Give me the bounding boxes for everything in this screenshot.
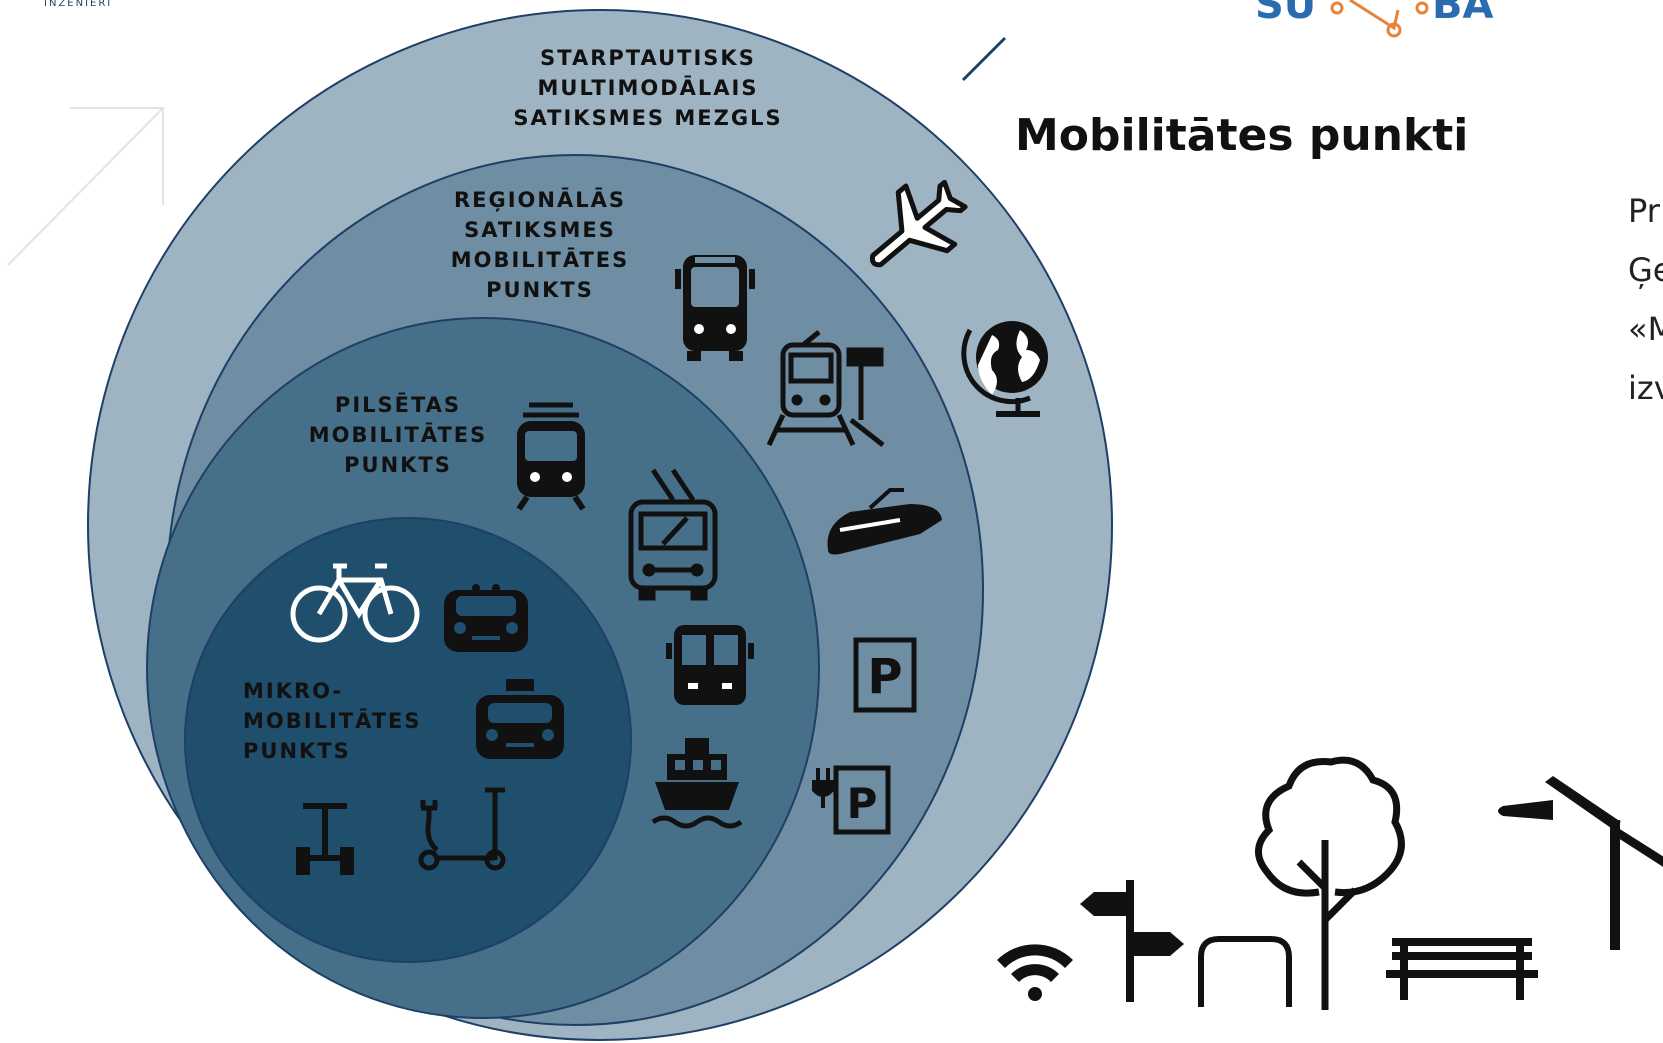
ev-parking-icon: P (812, 765, 891, 835)
level-regional-label-line: REĢIONĀLĀS (454, 187, 626, 212)
side-text-line: Pr (1628, 192, 1661, 230)
side-text: Pr Ģe «M izv (1628, 192, 1663, 407)
svg-text:P: P (847, 779, 878, 828)
decorative-arrow-icon (7, 107, 164, 266)
wifi-icon (997, 944, 1073, 1001)
street-lamp-icon (1498, 776, 1663, 950)
train-station-icon (766, 330, 885, 447)
level-regional-label-line: PUNKTS (486, 278, 594, 302)
level-city-label-line: MOBILITĀTES (309, 422, 488, 447)
page-title: Mobilitātes punkti (1015, 110, 1468, 161)
bicycle-icon (290, 563, 420, 643)
bus-front-icon (675, 255, 755, 361)
tram-icon (516, 402, 586, 511)
side-text-line: izv (1628, 369, 1663, 407)
logo: SU BA (1255, 0, 1493, 38)
trolleybus-icon (628, 468, 718, 601)
high-speed-train-icon (827, 488, 942, 555)
ferry-icon (651, 738, 743, 829)
logo-text-right: BA (1432, 0, 1493, 28)
bench-icon (1386, 938, 1538, 1000)
globe-icon (961, 321, 1048, 417)
level-regional-label-line: MOBILITĀTES (451, 247, 630, 272)
side-text-line: Ģe (1628, 251, 1663, 289)
level-city-label-line: PILSĒTAS (335, 392, 461, 417)
tree-icon (1255, 756, 1405, 1010)
taxi-icon (476, 679, 564, 759)
e-scooter-icon (418, 787, 506, 871)
level-micro-label-line: PUNKTS (243, 739, 351, 763)
parking-icon: P (853, 637, 917, 713)
airplane-icon (869, 179, 968, 268)
company-tag: INŽENIERI (44, 0, 112, 9)
svg-text:P: P (867, 649, 902, 705)
logo-mark-icon (1330, 0, 1429, 38)
signpost-icon (1080, 880, 1184, 1002)
hoverboard-icon (296, 803, 354, 875)
level-city-label-line: PUNKTS (344, 453, 452, 477)
level-micro-label-line: MIKRO- (243, 679, 343, 703)
level-international-label-line: SATIKSMES MEZGLS (513, 106, 782, 130)
bike-rack-icon (1198, 936, 1292, 1007)
city-bus-icon (666, 625, 754, 705)
level-international-label-line: MULTIMODĀLAIS (538, 75, 759, 100)
car-icon (444, 584, 528, 652)
level-regional-label-line: SATIKSMES (464, 218, 616, 242)
logo-text-left: SU (1255, 0, 1316, 28)
level-micro-label-line: MOBILITĀTES (243, 708, 422, 733)
side-text-line: «M (1628, 310, 1663, 348)
level-international-label-line: STARPTAUTISKS (540, 46, 756, 70)
decorative-slash (961, 36, 1007, 82)
